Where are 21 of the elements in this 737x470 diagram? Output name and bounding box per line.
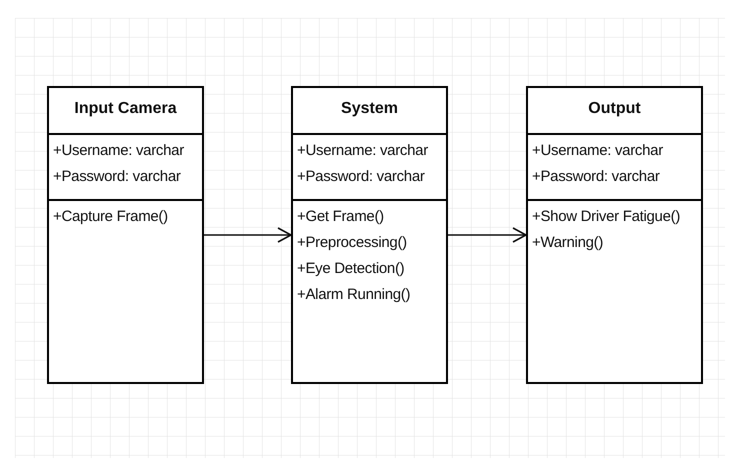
class-member: +Preprocessing() <box>297 233 408 253</box>
class-member: +Password: varchar <box>532 167 661 187</box>
class-member: +Username: varchar <box>297 141 429 161</box>
arrow <box>448 227 527 243</box>
class-name: Output <box>587 99 642 119</box>
class-box <box>47 86 204 384</box>
class-member: +Username: varchar <box>53 141 185 161</box>
class-name: System <box>340 99 399 119</box>
class-member: +Eye Detection() <box>297 259 406 279</box>
class-member: +Username: varchar <box>532 141 664 161</box>
arrow <box>204 227 292 243</box>
class-member: +Get Frame() <box>297 207 385 227</box>
class-member: +Alarm Running() <box>297 285 412 305</box>
class-box <box>526 86 703 384</box>
class-member: +Password: varchar <box>297 167 426 187</box>
class-member: +Warning() <box>532 233 604 253</box>
class-name: Input Camera <box>73 99 178 119</box>
class-member: +Password: varchar <box>53 167 182 187</box>
class-member: +Capture Frame() <box>53 207 169 227</box>
class-member: +Show Driver Fatigue() <box>532 207 682 227</box>
class-box <box>291 86 448 384</box>
